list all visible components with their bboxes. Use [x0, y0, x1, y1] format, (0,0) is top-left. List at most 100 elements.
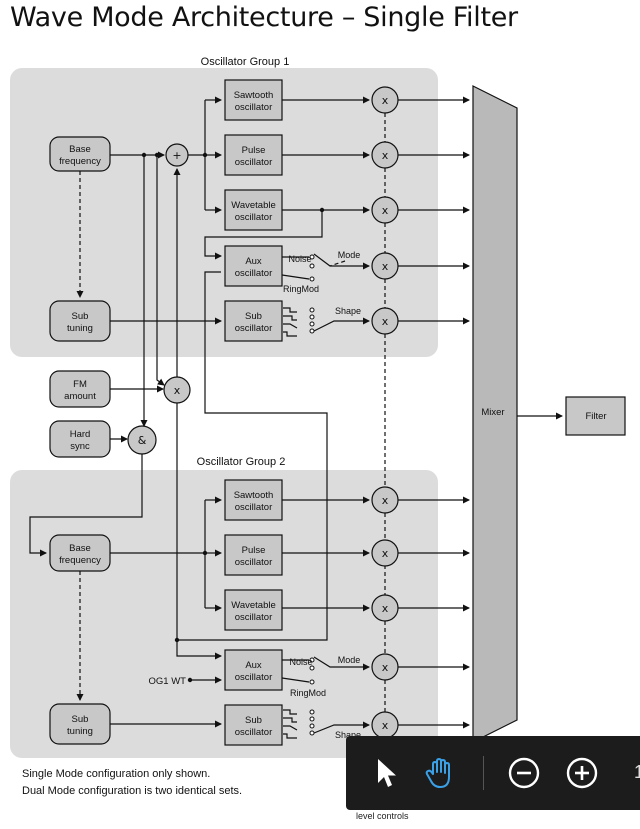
og1-sub-tuning-label-1: Sub	[72, 311, 89, 322]
og1-base-frequency-label-1: Base	[69, 144, 91, 155]
signal-wire	[156, 155, 165, 386]
og1-aux-oscillator-label-1: Aux	[245, 256, 262, 267]
hard-sync-block-label-1: Hard	[70, 429, 91, 440]
junction-dot	[154, 152, 160, 158]
og1-sawtooth-oscillator-vca	[371, 86, 399, 114]
og1-noise-label: Noise	[288, 254, 311, 264]
pan-tool-button[interactable]	[414, 748, 466, 798]
switch-contact	[309, 263, 315, 269]
junction-dot	[174, 637, 180, 643]
fm-multiply-node	[163, 376, 191, 404]
og2-noise-label: Noise	[289, 657, 312, 667]
oscillator-group-1-title: Oscillator Group 1	[201, 56, 290, 68]
og1-aux-vca-symbol: x	[382, 260, 389, 273]
sync-and-node	[127, 425, 157, 455]
og2-aux-oscillator-label-1: Aux	[245, 660, 262, 671]
switch-contact	[309, 307, 315, 313]
og2-sawtooth-oscillator-label-2: oscillator	[235, 502, 273, 513]
mixer-label: Mixer	[481, 407, 504, 418]
signal-wire	[283, 733, 297, 739]
signal-wire	[281, 274, 310, 280]
switch-contact	[309, 723, 315, 729]
og1-sub-tuning-label-2: tuning	[67, 323, 93, 334]
og2-aux-oscillator-label-2: oscillator	[235, 672, 273, 683]
og1-sub-oscillator	[224, 300, 283, 342]
og2-sawtooth-oscillator-vca	[371, 486, 399, 514]
signal-wire	[283, 717, 297, 723]
hand-icon	[425, 758, 450, 788]
switch-contact	[309, 709, 315, 715]
switch-contact	[309, 328, 315, 334]
signal-wire	[313, 317, 370, 332]
og2-shape-label: Shape	[335, 730, 361, 740]
oscillator-group-2-title: Oscillator Group 2	[197, 456, 286, 468]
og2-wavetable-oscillator-label-2: oscillator	[235, 612, 273, 623]
og2-pulse-oscillator-vca	[371, 539, 399, 567]
signal-wire	[283, 725, 298, 731]
signal-wire	[283, 315, 297, 321]
note-dual-mode: Dual Mode configuration is two identical…	[22, 785, 243, 797]
junction-dot	[187, 677, 193, 683]
signal-wire	[283, 331, 297, 337]
page-title: Wave Mode Architecture – Single Filter	[10, 2, 518, 33]
zoom-in-icon	[566, 757, 598, 789]
signal-wire	[176, 640, 222, 660]
og2-wavetable-oscillator-vca-symbol: x	[382, 602, 389, 615]
signal-wire	[283, 323, 298, 329]
og1-base-frequency-label-2: frequency	[59, 156, 101, 167]
switch-contact	[309, 321, 315, 327]
fm-amount-block	[49, 370, 111, 408]
og1-pulse-oscillator-label-2: oscillator	[235, 157, 273, 168]
fm-amount-block-label-1: FM	[73, 379, 87, 390]
zoom-in-button[interactable]	[556, 748, 608, 798]
og2-pulse-oscillator-vca-symbol: x	[382, 547, 389, 560]
og1-shape-label: Shape	[335, 306, 361, 316]
control-dashed-line	[329, 260, 346, 267]
switch-contact	[309, 657, 315, 663]
og1-sawtooth-oscillator	[224, 79, 283, 121]
og2-sub-oscillator-label-1: Sub	[245, 715, 262, 726]
og1-wavetable-oscillator	[224, 189, 283, 231]
junction-dot	[202, 550, 208, 556]
signal-wire	[281, 677, 310, 683]
cursor-arrow-icon	[378, 759, 396, 787]
og1-mode-label: Mode	[338, 250, 361, 260]
signal-wire	[204, 210, 323, 260]
og1-sub-vca-symbol: x	[382, 315, 389, 328]
og1-wavetable-oscillator-label-2: oscillator	[235, 212, 273, 223]
switch-contact	[309, 665, 315, 671]
og1-wt-label: OG1 WT	[149, 676, 187, 687]
og1-sawtooth-oscillator-label-2: oscillator	[235, 102, 273, 113]
og2-mode-label: Mode	[338, 655, 361, 665]
hard-sync-block	[49, 420, 111, 458]
oscillator-group-2-panel	[10, 470, 438, 758]
switch-contact	[309, 276, 315, 282]
og1-sub-tuning	[49, 300, 111, 342]
og2-aux-vca	[371, 653, 399, 681]
og1-aux-oscillator	[224, 245, 283, 287]
sync-and-node-symbol: &	[138, 434, 147, 447]
hard-sync-block-label-2: sync	[70, 441, 90, 452]
toolbar-divider	[483, 756, 484, 790]
og1-wavetable-oscillator-vca	[371, 196, 399, 224]
signal-wire	[313, 656, 370, 671]
og1-sub-vca	[371, 307, 399, 335]
switch-contact	[309, 730, 315, 736]
og1-aux-oscillator-label-2: oscillator	[235, 268, 273, 279]
og2-pulse-oscillator	[224, 534, 283, 576]
og2-aux-vca-symbol: x	[382, 661, 389, 674]
og1-wavetable-oscillator-label-1: Wavetable	[231, 200, 276, 211]
signal-wire	[283, 307, 297, 313]
og1-aux-vca	[371, 252, 399, 280]
zoom-out-icon	[508, 757, 540, 789]
og2-sub-vca-symbol: x	[382, 719, 389, 732]
filter-block	[565, 396, 626, 436]
switch-contact	[309, 314, 315, 320]
select-tool-button[interactable]	[360, 748, 412, 798]
og1-sawtooth-oscillator-vca-symbol: x	[382, 94, 389, 107]
og1-pulse-oscillator	[224, 134, 283, 176]
og2-sub-tuning-label-2: tuning	[67, 726, 93, 737]
og2-base-frequency-label-2: frequency	[59, 555, 101, 566]
zoom-out-button[interactable]	[498, 748, 550, 798]
